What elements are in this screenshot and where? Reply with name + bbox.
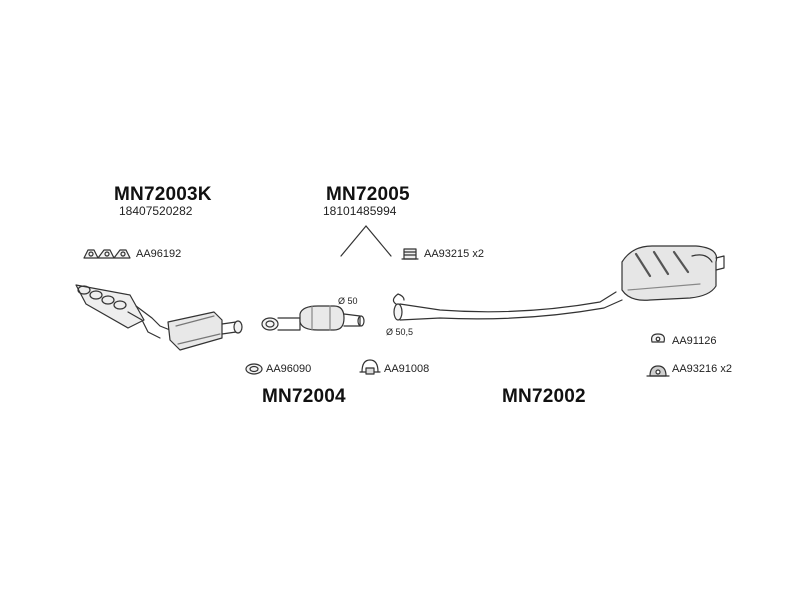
rubber-mount-ref: AA93216 x2 xyxy=(672,363,732,375)
manifold-code: MN72003K xyxy=(114,184,212,205)
bracket-ref-qty: x2 xyxy=(472,248,484,260)
hanger-ref: AA91126 xyxy=(672,335,717,347)
bracket-ref-code: AA93215 xyxy=(424,248,470,260)
manifold-part-number: 18407520282 xyxy=(119,204,193,218)
rear-code: MN72002 xyxy=(502,386,586,407)
rubber-mount-icon xyxy=(646,365,670,377)
middle-silencer-drawing xyxy=(261,305,365,331)
front-pipe-part-number: 18101485994 xyxy=(323,204,397,218)
diameter-label-1: Ø 50 xyxy=(338,296,358,306)
manifold-catalyst-drawing xyxy=(75,284,243,351)
front-pipe-code: MN72005 xyxy=(326,184,410,205)
manifold-gasket-ref: AA96192 xyxy=(136,248,182,260)
hanger-icon xyxy=(651,333,665,343)
bracket-icon xyxy=(401,248,419,260)
diameter-label-2: Ø 50,5 xyxy=(386,327,414,337)
rear-silencer-drawing xyxy=(392,245,725,321)
ring-gasket-icon xyxy=(245,363,263,375)
ring-gasket-ref: AA96090 xyxy=(266,363,312,375)
manifold-gasket-icon xyxy=(83,249,131,259)
clamp-ref: AA91008 xyxy=(384,363,430,375)
bracket-ref: AA93215 x2 xyxy=(424,248,484,260)
rubber-mount-ref-qty: x2 xyxy=(720,363,732,375)
pointer-lines xyxy=(340,225,392,257)
rubber-mount-ref-code: AA93216 xyxy=(672,363,718,375)
clamp-icon xyxy=(359,359,381,375)
middle-code: MN72004 xyxy=(262,386,346,407)
